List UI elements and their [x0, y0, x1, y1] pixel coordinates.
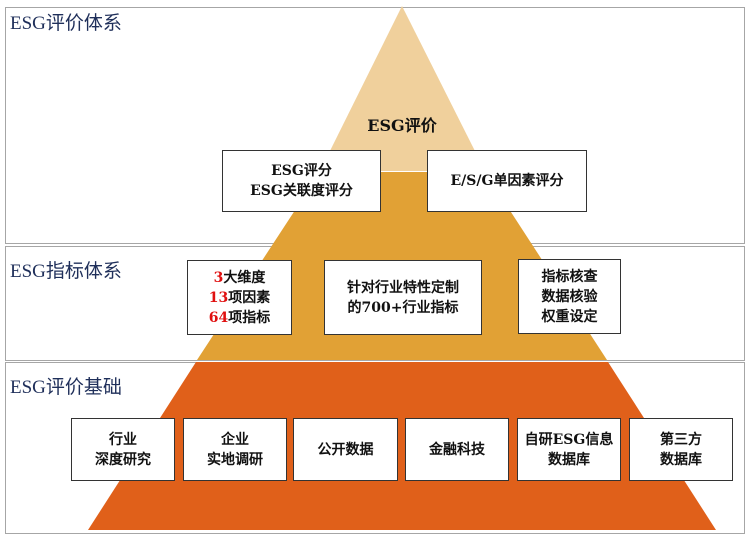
esg-single-factor-box: E/S/G单因素评分 [427, 150, 587, 212]
section-title-evaluation-basis: ESG评价基础 [10, 377, 122, 398]
label: 大维度 [223, 269, 266, 286]
count: 64 [208, 309, 229, 326]
box-line: 行业 [109, 431, 137, 448]
industry-research-box: 行业 深度研究 [71, 418, 175, 481]
box-line: ESG关联度评分 [250, 183, 353, 199]
box-line: 实地调研 [207, 451, 263, 468]
box-line: 企业 [221, 431, 249, 448]
box-line: 13项因素 [209, 288, 270, 308]
box-line: E/S/G单因素评分 [450, 173, 564, 189]
box-line: 公开数据 [317, 441, 374, 458]
label: 项指标 [228, 309, 271, 326]
apex-label: ESG评价 [367, 116, 437, 135]
third-party-database-box: 第三方 数据库 [629, 418, 733, 481]
count: 13 [208, 289, 229, 306]
section-title-evaluation-system: ESG评价体系 [10, 13, 122, 34]
box-line: 金融科技 [429, 441, 485, 458]
checks-box: 指标核查 数据核验 权重设定 [518, 259, 621, 334]
box-line: 数据库 [548, 451, 590, 468]
box-line: 的700+行业指标 [347, 299, 459, 316]
box-line: ESG评分 [271, 163, 332, 179]
box-line: 数据核验 [541, 288, 598, 305]
pyramid-top-tier [320, 6, 485, 171]
pyramid-bottom-tier [88, 362, 716, 530]
count: 3 [213, 269, 224, 286]
esg-score-box: ESG评分 ESG关联度评分 [222, 150, 381, 212]
dimensions-box: 3大维度 13项因素 64项指标 [187, 260, 292, 335]
box-line: 深度研究 [95, 451, 151, 468]
label: 项因素 [228, 289, 271, 306]
box-line: 3大维度 [214, 268, 266, 288]
box-line: 第三方 [660, 431, 702, 448]
fintech-box: 金融科技 [405, 418, 509, 481]
public-data-box: 公开数据 [293, 418, 398, 481]
section-title-indicator-system: ESG指标体系 [10, 261, 122, 282]
box-line: 数据库 [660, 451, 702, 468]
box-line: 64项指标 [209, 308, 270, 328]
box-line: 自研ESG信息 [524, 431, 614, 448]
box-line: 指标核查 [541, 268, 598, 285]
box-line: 权重设定 [541, 308, 598, 325]
box-line: 针对行业特性定制 [347, 279, 459, 296]
industry-indicators-box: 针对行业特性定制 的700+行业指标 [324, 260, 482, 335]
proprietary-database-box: 自研ESG信息 数据库 [517, 418, 621, 481]
field-research-box: 企业 实地调研 [183, 418, 287, 481]
